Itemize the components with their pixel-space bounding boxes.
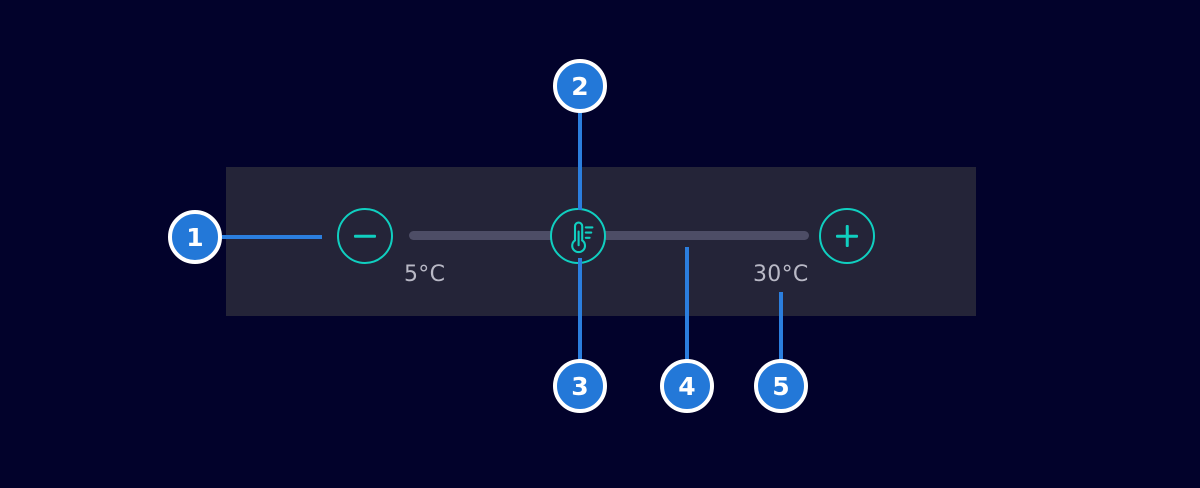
callout-badge-1[interactable]: 1	[168, 210, 222, 264]
callout-badge-4[interactable]: 4	[660, 359, 714, 413]
temperature-slider-panel: 5°C 30°C	[226, 167, 976, 316]
temperature-slider-track[interactable]	[409, 231, 809, 240]
minus-icon	[354, 234, 376, 238]
thermometer-icon	[571, 221, 594, 254]
decrease-temperature-button[interactable]	[337, 208, 393, 264]
plus-icon-vertical	[845, 225, 849, 247]
max-temperature-label: 30°C	[753, 262, 809, 287]
callout-leader-line-2	[578, 108, 582, 210]
temperature-slider-handle[interactable]	[550, 208, 606, 264]
min-temperature-label: 5°C	[404, 262, 446, 287]
callout-leader-line-5	[779, 292, 783, 361]
callout-leader-line-4	[685, 247, 689, 361]
increase-temperature-button[interactable]	[819, 208, 875, 264]
callout-badge-2[interactable]: 2	[553, 59, 607, 113]
callout-badge-5[interactable]: 5	[754, 359, 808, 413]
callout-leader-line-1	[222, 234, 322, 239]
callout-leader-line-3	[578, 258, 582, 361]
callout-badge-3[interactable]: 3	[553, 359, 607, 413]
